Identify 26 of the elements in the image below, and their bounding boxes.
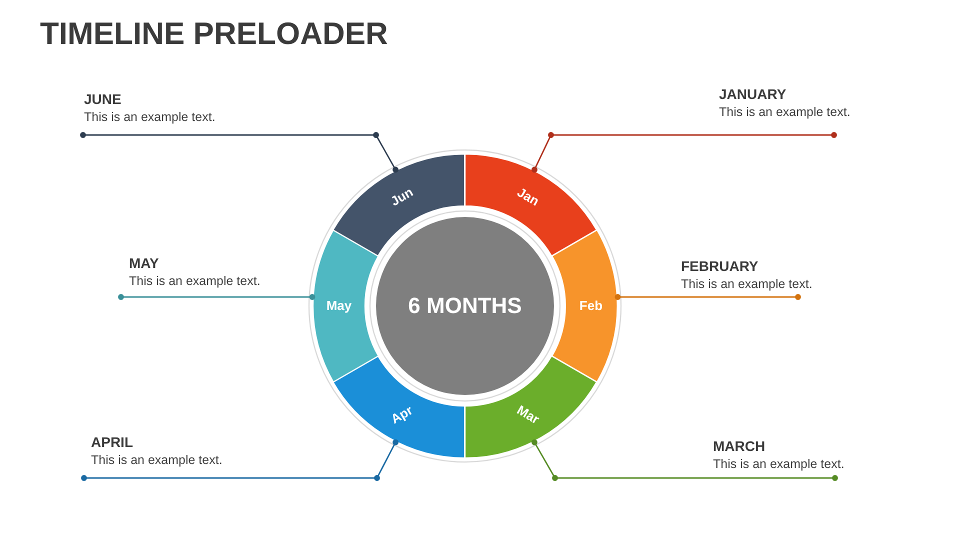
center-label: 6 MONTHS (408, 293, 522, 319)
leader-line (532, 439, 838, 481)
callout-heading: MARCH (713, 437, 766, 456)
callout-text: This is an example text. (129, 273, 260, 290)
callout-heading: JUNE (84, 90, 122, 109)
callout-heading: JANUARY (719, 85, 786, 104)
leader-line (118, 294, 316, 300)
segment-label: May (326, 298, 352, 314)
leader-line (614, 294, 801, 300)
callout-heading: FEBRUARY (681, 257, 758, 276)
leader-line (532, 132, 837, 173)
callout-text: This is an example text. (719, 104, 850, 121)
segment-label: Apr (388, 402, 416, 428)
segment-label: Jun (388, 184, 416, 210)
callout-text: This is an example text. (84, 109, 216, 126)
leader-line (81, 439, 398, 481)
callout-heading: MAY (129, 254, 159, 273)
callout-heading: APRIL (91, 433, 133, 452)
callout-text: This is an example text. (713, 456, 844, 473)
callout-text: This is an example text. (681, 276, 812, 293)
title: TIMELINE PRELOADER (40, 15, 388, 53)
segment-label: Feb (579, 298, 603, 314)
segment-label: Mar (514, 402, 542, 428)
callout-text: This is an example text. (91, 452, 222, 469)
segment-label: Jan (514, 184, 542, 210)
leader-line (80, 132, 398, 173)
